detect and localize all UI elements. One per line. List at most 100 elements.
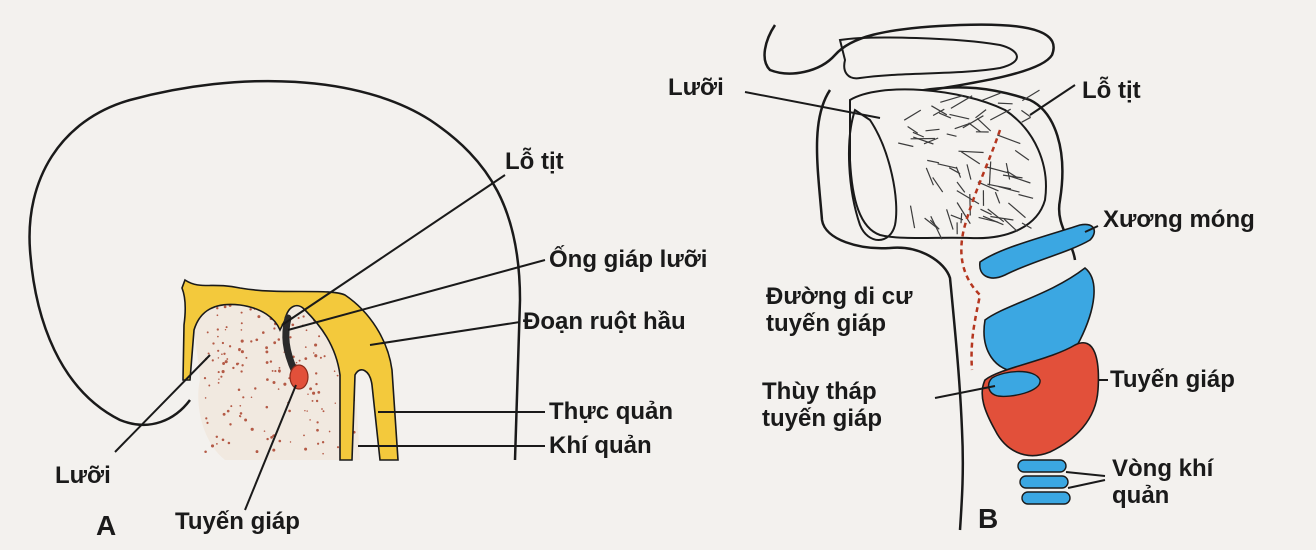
stipple-dot — [333, 370, 336, 372]
stipple-dot — [227, 441, 231, 445]
stipple-dot — [309, 419, 311, 421]
tongue-mass — [193, 297, 360, 460]
tongue-fiber — [976, 117, 992, 132]
stipple-dot — [223, 352, 226, 355]
label-foramen-cecum-b: Lỗ tịt — [1082, 77, 1141, 104]
stipple-dot — [204, 450, 207, 454]
tongue-fiber — [923, 137, 939, 145]
stipple-dot — [255, 338, 259, 342]
tongue-fiber — [975, 109, 987, 119]
stipple-dot — [314, 343, 318, 347]
tongue-fiber — [1003, 218, 1018, 232]
palate-outline — [838, 36, 1018, 80]
stipple-dot — [316, 428, 319, 432]
tongue-fiber — [937, 163, 957, 169]
stipple-dot — [257, 315, 261, 319]
stipple-dot — [249, 308, 252, 311]
tongue-fiber — [898, 142, 914, 148]
stipple-dot — [232, 366, 235, 370]
tongue-fiber — [988, 161, 992, 186]
tongue-fiber — [909, 205, 916, 229]
tongue-fiber — [948, 167, 961, 175]
stipple-dot — [210, 444, 215, 448]
label-thyroglossal-duct: Ống giáp lưỡi — [549, 246, 708, 273]
stipple-dot — [311, 399, 314, 402]
stipple-dot — [312, 352, 315, 354]
stipple-dot — [206, 421, 209, 424]
tongue-muscle-fibers — [898, 89, 1040, 240]
stipple-dot — [208, 384, 211, 387]
stipple-dot — [221, 438, 225, 442]
leader-foramen-cecum-a — [281, 174, 506, 326]
stipple-dot — [317, 391, 321, 394]
stipple-dot — [217, 335, 219, 338]
thyroid-migration-path — [960, 129, 1002, 371]
stipple-dot — [239, 412, 243, 415]
tongue-fiber — [1009, 175, 1031, 184]
neck-outline — [763, 23, 1077, 261]
leader-thyroid-a — [244, 384, 297, 511]
tongue-fiber — [990, 108, 1011, 121]
stipple-dot — [255, 450, 259, 454]
tongue-fiber — [929, 219, 940, 230]
label-thyroid-a: Tuyến giáp — [175, 508, 300, 535]
stipple-dot — [215, 435, 219, 439]
tongue-fiber — [958, 150, 984, 154]
head-outline — [28, 79, 522, 461]
label-hyoid: Xương móng — [1103, 206, 1255, 233]
stipple-dot — [283, 382, 287, 386]
panel-b-letter: B — [978, 503, 999, 534]
tongue-fiber — [1005, 162, 1011, 180]
stipple-dot — [240, 311, 243, 314]
panel-a-drawing — [28, 79, 546, 511]
tongue-fiber — [996, 134, 1021, 145]
stipple-dot — [314, 354, 318, 358]
tongue-fiber — [987, 183, 1012, 190]
front-outline — [815, 89, 965, 531]
stipple-dot — [217, 371, 220, 374]
stipple-dot — [266, 378, 269, 381]
stipple-dot — [304, 409, 306, 412]
tongue-fiber — [946, 209, 954, 230]
stipple-dot — [271, 369, 274, 372]
tongue-fiber — [1018, 193, 1034, 199]
tongue-fiber — [956, 181, 966, 193]
stipple-dot — [220, 375, 223, 378]
stipple-dot — [315, 372, 318, 375]
label-migration-path: Đường di cư tuyến giáp — [766, 283, 913, 337]
stipple-dot — [262, 331, 265, 334]
stipple-dot — [298, 359, 301, 362]
stipple-dot — [323, 355, 326, 358]
stipple-dot — [221, 370, 225, 374]
tongue-fiber — [990, 215, 1014, 221]
stipple-dot — [217, 349, 220, 352]
stipple-dot — [265, 361, 269, 364]
tongue-fiber — [925, 167, 934, 186]
tongue-fiber — [981, 92, 1001, 101]
stipple-dot — [269, 360, 273, 363]
tongue-fiber — [938, 112, 952, 119]
stipple-dot — [289, 441, 292, 443]
tongue-fiber — [1021, 89, 1040, 102]
tongue-fiber — [1021, 222, 1032, 229]
stipple-dot — [265, 346, 268, 350]
tongue-b — [849, 88, 1047, 240]
mandible — [848, 108, 898, 241]
tongue-fiber — [946, 133, 957, 137]
leader-foramen-cecum-b — [1029, 84, 1076, 116]
stipple-dot — [245, 356, 248, 359]
tongue-fiber — [925, 128, 940, 132]
tongue-fiber — [960, 151, 981, 165]
stipple-dot — [240, 329, 243, 331]
stipple-dot — [297, 316, 300, 320]
tongue-fiber — [913, 136, 934, 145]
panel-a-letter: A — [96, 510, 117, 541]
stipple-dot — [272, 381, 276, 384]
stipple-dot — [224, 360, 228, 364]
tongue-fiber — [980, 208, 992, 216]
stipple-dot — [303, 434, 305, 437]
stipple-dot — [240, 370, 243, 373]
tongue-fiber — [978, 216, 999, 223]
